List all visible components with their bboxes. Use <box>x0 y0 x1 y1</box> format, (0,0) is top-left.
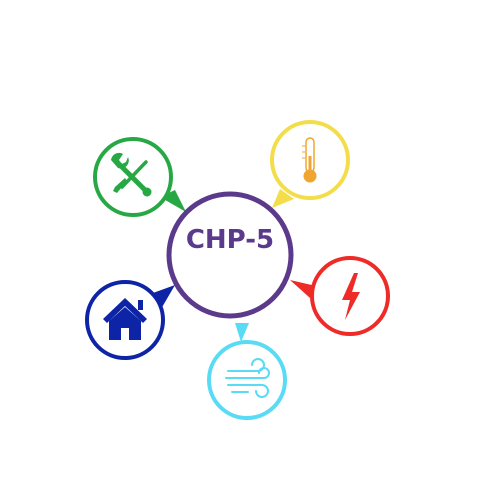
house-icon <box>103 298 147 340</box>
wrench-screwdriver-icon <box>111 152 152 197</box>
wind-icon <box>225 358 270 398</box>
node-electricity <box>310 256 390 336</box>
node-home <box>85 280 165 360</box>
connector-temperature <box>272 189 294 208</box>
node-maintenance <box>93 137 173 217</box>
connector-electricity <box>290 280 316 298</box>
node-air <box>207 340 287 420</box>
node-temperature <box>270 120 350 200</box>
lightning-bolt-icon <box>342 273 360 320</box>
center-node: CHP-5 <box>166 191 294 319</box>
thermometer-icon <box>302 137 317 183</box>
connector-air <box>235 323 249 342</box>
center-label: CHP-5 <box>186 225 274 255</box>
